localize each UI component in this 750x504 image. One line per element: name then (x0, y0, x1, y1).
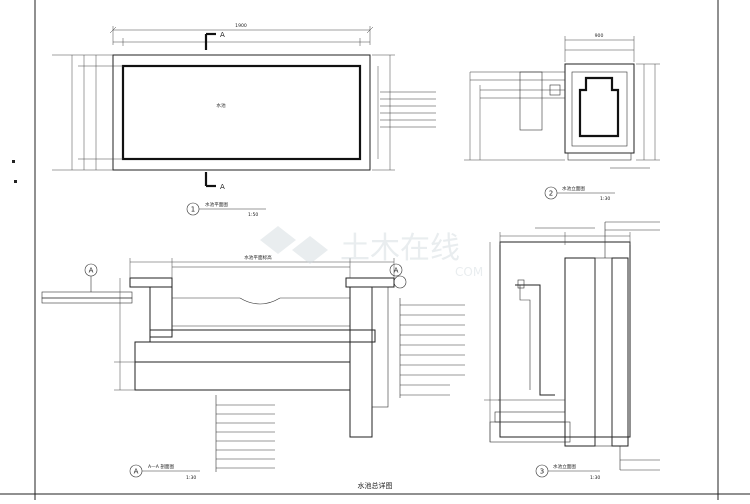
watermark-text: 土木在线 (340, 231, 460, 266)
section-a-view: 水池平面标高 A A A A (41, 254, 465, 481)
plan-section-mark-top: A (220, 31, 225, 39)
plan-center-label: 水池 (216, 102, 226, 109)
plan-title: 水池平面图 (205, 201, 228, 208)
section-title-number: A (134, 468, 139, 476)
elevation-view: 900 2 水池立面图 1:30 (464, 33, 660, 202)
plan-title-number: 1 (191, 206, 195, 214)
section-concrete-bed (134, 341, 351, 363)
plan-dim-top: 1900 (235, 23, 247, 29)
section-callout-right-2 (393, 275, 407, 289)
pier-title: 水池立面图 (553, 463, 576, 470)
section-title: A—A 剖面图 (148, 463, 175, 470)
elevation-title: 水池立面图 (562, 185, 585, 192)
section-right-coping (345, 277, 395, 288)
pier-scale: 1:30 (590, 475, 600, 481)
elevation-title-number: 2 (549, 190, 553, 198)
plan-view: 1900 A A 水池 1 水池平面图 1 (52, 23, 436, 218)
plan-scale: 1:50 (248, 212, 258, 218)
section-gravel-bed (134, 361, 351, 391)
section-callout-right (389, 263, 403, 277)
sheet-title: 水池总详图 (358, 481, 393, 490)
section-left-wall (149, 286, 173, 338)
pier-detail-view: 3 水池立面图 1:30 (484, 221, 660, 481)
section-top-label: 水池平面标高 (244, 254, 272, 261)
section-right-wall (349, 286, 373, 343)
watermark: 土木在线 COM (260, 226, 483, 279)
section-callout-right-label: A (394, 267, 399, 275)
watermark-sub: COM (455, 265, 483, 279)
elevation-dim-top: 900 (595, 33, 604, 39)
section-right-foundation (349, 341, 373, 438)
section-left-coping (129, 277, 173, 288)
plan-outer-edge (112, 54, 371, 171)
elevation-scale: 1:30 (600, 196, 610, 202)
section-basin-floor (149, 329, 376, 343)
pier-title-number: 3 (540, 468, 544, 476)
pier-pipe (515, 284, 555, 396)
pier-cladding (611, 257, 629, 447)
section-scale: 1:30 (186, 475, 196, 481)
plan-section-mark-bottom: A (220, 183, 225, 191)
plan-pool-basin (121, 64, 362, 161)
elevation-niche (578, 76, 620, 138)
pier-wall-hatched (564, 257, 596, 447)
section-callout-left-label: A (89, 267, 94, 275)
